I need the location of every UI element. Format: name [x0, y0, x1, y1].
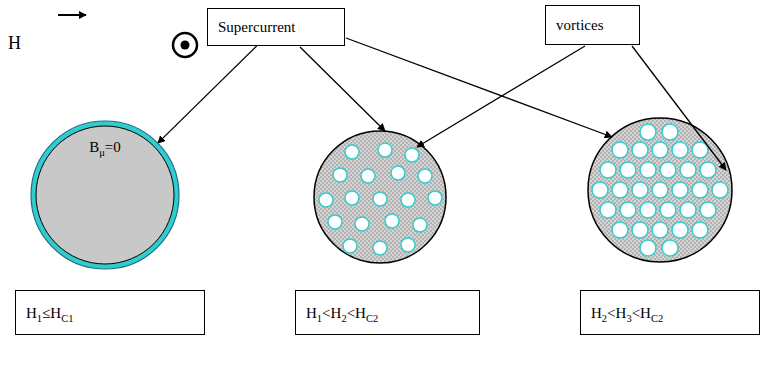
- condition-box: H2<H3<HC2: [580, 290, 760, 335]
- vortex: [401, 238, 415, 252]
- leader-arrow: [158, 46, 257, 143]
- vortex: [378, 143, 392, 157]
- field-out-dot: [181, 41, 190, 50]
- vortex-group: [319, 143, 442, 255]
- vortex: [355, 217, 369, 231]
- vortex: [612, 222, 628, 238]
- node-text: H2<H3<HC2: [591, 304, 663, 322]
- vortex: [333, 168, 347, 182]
- vortex: [672, 182, 688, 198]
- vortex: [672, 222, 688, 238]
- vortex: [401, 193, 415, 207]
- vortex: [692, 182, 708, 198]
- node-text: H1≤HC1: [26, 304, 73, 322]
- vortex: [692, 142, 708, 158]
- vortex: [632, 142, 648, 158]
- vortex: [652, 222, 668, 238]
- text-holder: vortices: [556, 16, 603, 34]
- leader-arrow: [346, 38, 612, 137]
- vortex: [600, 202, 616, 218]
- text-holder: H2<H3<HC2: [591, 304, 663, 322]
- vortex: [345, 191, 359, 205]
- vortex: [373, 241, 387, 255]
- vortex: [600, 162, 616, 178]
- vortex: [652, 142, 668, 158]
- field-label: H: [8, 34, 21, 54]
- vortex: [413, 218, 427, 232]
- superconductor-disc: [36, 126, 174, 264]
- node-text: vortices: [556, 16, 603, 34]
- vortex-group: [592, 124, 728, 256]
- vortex: [652, 182, 668, 198]
- text-holder: H1<H2<HC2: [306, 304, 378, 322]
- superconductor-disc: [314, 131, 446, 263]
- vortex: [620, 202, 636, 218]
- vortex: [692, 222, 708, 238]
- vortex: [660, 162, 676, 178]
- leader-arrow: [417, 46, 585, 147]
- vortex: [418, 169, 432, 183]
- vortex: [640, 162, 656, 178]
- callout-box: vortices: [545, 5, 640, 45]
- vortex: [640, 240, 656, 256]
- vortex: [385, 214, 399, 228]
- vortex: [672, 142, 688, 158]
- vortex: [640, 124, 656, 140]
- meissner-disc: Bμ=0: [30, 120, 180, 270]
- vortex: [328, 215, 342, 229]
- vortex: [620, 162, 636, 178]
- vortex: [680, 202, 696, 218]
- vortex: [662, 124, 678, 140]
- leader-arrow: [300, 47, 385, 131]
- vortex: [712, 182, 728, 198]
- vortex: [640, 202, 656, 218]
- vortex: [680, 162, 696, 178]
- vortex: [662, 240, 678, 256]
- vortex: [612, 182, 628, 198]
- supercurrent-band: [31, 121, 179, 269]
- condition-box: H1≤HC1: [15, 290, 205, 335]
- condition-box: H1<H2<HC2: [295, 290, 480, 335]
- vortex: [700, 202, 716, 218]
- node-text: Bμ=0: [30, 138, 180, 156]
- text-holder: Supercurrent: [218, 18, 295, 36]
- vortex: [632, 222, 648, 238]
- vortex: [343, 239, 357, 253]
- vortex: [373, 192, 387, 206]
- vortex: [361, 169, 375, 183]
- node-text: Supercurrent: [218, 18, 295, 36]
- vortex: [660, 202, 676, 218]
- superconductor-disc: [588, 118, 732, 262]
- field-out-symbol: [173, 33, 197, 57]
- text-holder: Bμ=0: [30, 138, 180, 156]
- vortex: [405, 148, 419, 162]
- callout-box: Supercurrent: [207, 8, 345, 46]
- text-holder: H1≤HC1: [26, 304, 73, 322]
- vortex: [391, 166, 405, 180]
- vortex: [592, 182, 608, 198]
- node-text: H1<H2<HC2: [306, 304, 378, 322]
- vortex: [700, 162, 716, 178]
- vortex: [345, 145, 359, 159]
- vortex: [612, 142, 628, 158]
- vortex: [428, 191, 442, 205]
- vortex: [319, 193, 333, 207]
- field-arrow: [58, 14, 86, 16]
- leader-arrow: [632, 46, 726, 170]
- vortex: [632, 182, 648, 198]
